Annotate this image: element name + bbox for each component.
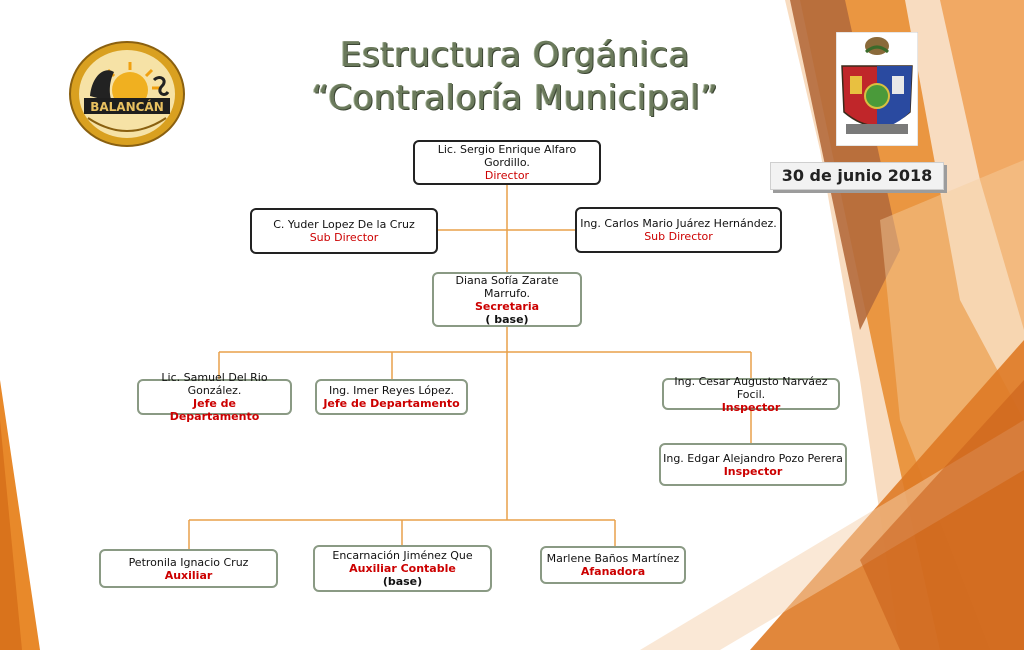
org-node-subdirector-right: Ing. Carlos Mario Juárez Hernández. Sub … <box>575 207 782 253</box>
node-name: Lic. Samuel Del Rio González. <box>161 371 268 397</box>
node-name: Petronila Ignacio Cruz <box>128 555 249 569</box>
node-extra: ( base) <box>485 312 529 326</box>
node-name: Encarnación Jiménez Que <box>332 549 473 562</box>
org-node-director: Lic. Sergio Enrique Alfaro Gordillo. Dir… <box>413 140 601 185</box>
org-node-jefe-2: Ing. Imer Reyes López. Jefe de Departame… <box>315 379 468 415</box>
node-name: Ing. Imer Reyes López. <box>328 384 455 397</box>
node-role: Auxiliar <box>164 568 213 582</box>
org-node-inspector-2: Ing. Edgar Alejandro Pozo Perera Inspect… <box>659 443 847 486</box>
node-role: Inspector <box>721 400 781 414</box>
org-node-inspector-1: Ing. Cesar Augusto Narváez Focil. Inspec… <box>662 374 840 414</box>
date-label: 30 de junio 2018 <box>770 162 944 190</box>
node-name: C. Yuder Lopez De la Cruz <box>273 218 415 231</box>
title-line-1: Estructura Orgánica <box>340 35 690 75</box>
node-role: Secretaria <box>474 299 540 313</box>
coat-of-arms-icon <box>836 32 918 146</box>
node-role: Jefe de Departamento <box>323 397 460 410</box>
node-name: Marlene Baños Martínez <box>546 552 680 565</box>
org-node-subdirector-left: C. Yuder Lopez De la Cruz Sub Director <box>250 208 438 254</box>
node-role: Sub Director <box>644 230 713 243</box>
logo-left-text: BALANCÁN <box>90 99 164 114</box>
node-role: Director <box>484 169 530 182</box>
org-node-auxiliar: Petronila Ignacio Cruz Auxiliar <box>99 549 278 588</box>
node-name: Ing. Cesar Augusto Narváez Focil. <box>674 374 828 401</box>
node-role: Sub Director <box>309 231 379 244</box>
org-node-jefe-1: Lic. Samuel Del Rio González. Jefe de De… <box>137 371 292 423</box>
node-name: Diana Sofía Zarate Marrufo. <box>455 273 559 300</box>
org-node-afanadora: Marlene Baños Martínez Afanadora <box>540 546 686 584</box>
title-line-2: “Contraloría Municipal” <box>311 78 719 118</box>
balancan-logo-icon: BALANCÁN <box>69 41 185 147</box>
node-name: Lic. Sergio Enrique Alfaro Gordillo. <box>437 143 577 169</box>
node-role: Inspector <box>723 464 783 478</box>
node-role: Auxiliar Contable <box>349 562 456 575</box>
node-role: Afanadora <box>580 565 646 578</box>
node-extra: (base) <box>382 575 423 588</box>
node-name: Ing. Carlos Mario Juárez Hernández. <box>580 217 777 230</box>
node-name: Ing. Edgar Alejandro Pozo Perera <box>663 451 843 465</box>
org-node-auxiliar-contable: Encarnación Jiménez Que Auxiliar Contabl… <box>313 545 492 592</box>
org-node-secretaria: Diana Sofía Zarate Marrufo. Secretaria (… <box>432 272 582 327</box>
node-role: Jefe de Departamento <box>169 397 260 423</box>
